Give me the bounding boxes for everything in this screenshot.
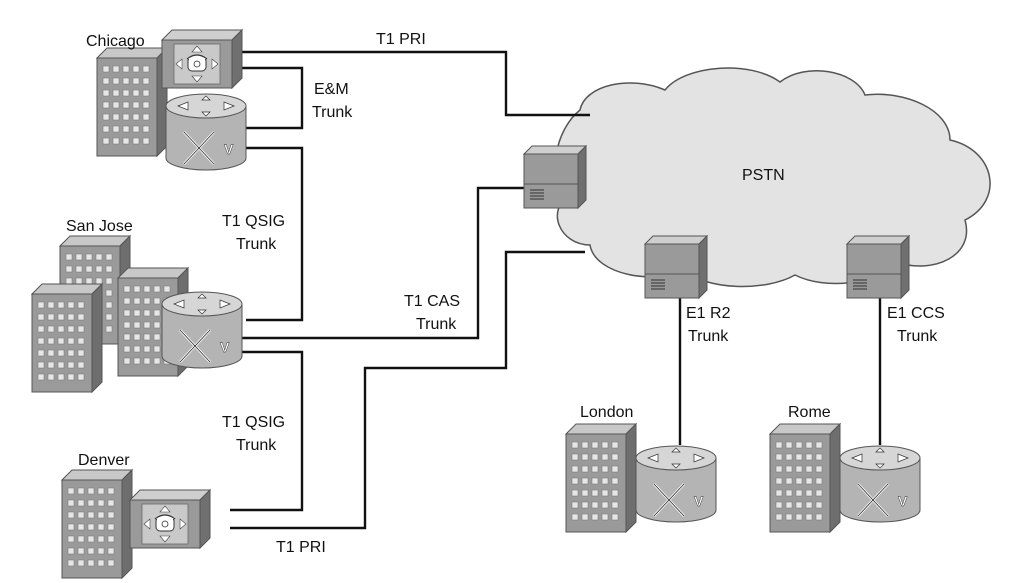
- link-label-e1r2-line2: Trunk: [688, 328, 729, 345]
- building-icon: [565, 423, 637, 533]
- pstn-switch-icon: [846, 235, 910, 299]
- pstn-switch-icon: [523, 145, 587, 209]
- building-icon: [96, 47, 168, 157]
- link-label-e1r2-line1: E1 R2: [686, 305, 731, 322]
- link-chicago-pstn: [232, 50, 590, 117]
- pstn-cloud: PSTN: [554, 67, 991, 288]
- building-icon: [769, 423, 841, 533]
- voice-router-icon: [838, 444, 922, 524]
- link-label-qsig1-line1: T1 QSIG: [222, 213, 285, 230]
- link-label-qsig1-line2: Trunk: [236, 236, 277, 253]
- link-sanjose-pstn-cas: [240, 186, 528, 340]
- link-label-em-line1: E&M: [314, 81, 349, 98]
- voice-router-icon: [160, 290, 244, 370]
- building-icon: [61, 469, 133, 579]
- voice-router-icon: [164, 92, 248, 172]
- site-label-london: London: [580, 404, 633, 421]
- link-label-e1ccs-line1: E1 CCS: [887, 305, 945, 322]
- site-chicago: Chicago: [86, 29, 248, 172]
- pstn-label: PSTN: [742, 167, 785, 184]
- link-label-em-line2: Trunk: [312, 104, 353, 121]
- site-denver: Denver: [61, 452, 211, 579]
- link-denver-pstn: [230, 250, 585, 530]
- link-label-qsig2-line2: Trunk: [236, 437, 277, 454]
- voice-router-icon: [634, 444, 718, 524]
- site-label-chicago: Chicago: [86, 33, 145, 50]
- link-sanjose-denver: [230, 350, 304, 512]
- link-chicago-em-trunk: [232, 66, 304, 130]
- pbx-icon: [161, 29, 243, 89]
- links: [230, 50, 882, 530]
- pbx-icon: [129, 489, 211, 549]
- link-label-cas-line2: Trunk: [416, 316, 457, 333]
- site-san-jose: San Jose: [31, 218, 244, 393]
- site-label-rome: Rome: [788, 404, 831, 421]
- site-label-denver: Denver: [78, 452, 130, 469]
- link-label-qsig2-line1: T1 QSIG: [222, 414, 285, 431]
- link-label-chicago-pstn: T1 PRI: [376, 31, 426, 48]
- site-rome: Rome: [769, 404, 922, 533]
- link-label-denver-pstn: T1 PRI: [276, 539, 326, 556]
- site-label-san-jose: San Jose: [66, 218, 133, 235]
- building-icon: [31, 283, 103, 393]
- pstn-switch-icon: [644, 235, 708, 299]
- link-label-cas-line1: T1 CAS: [404, 293, 460, 310]
- site-london: London: [565, 404, 718, 533]
- link-label-e1ccs-line2: Trunk: [897, 328, 938, 345]
- link-chicago-sanjose: [246, 146, 304, 322]
